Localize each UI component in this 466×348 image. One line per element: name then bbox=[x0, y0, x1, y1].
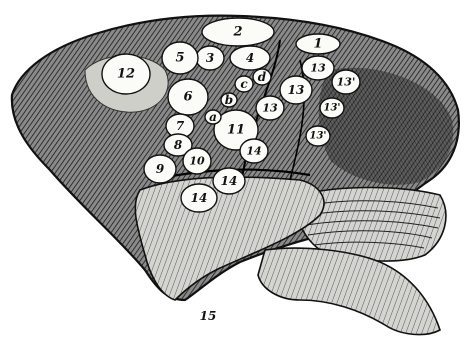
label-13e: 13' bbox=[324, 103, 341, 114]
label-11: 11 bbox=[227, 123, 245, 138]
label-4: 4 bbox=[246, 51, 254, 65]
label-c: c bbox=[240, 77, 248, 91]
label-12: 12 bbox=[117, 67, 135, 82]
label-6: 6 bbox=[183, 90, 192, 105]
label-13d: 13' bbox=[337, 76, 356, 89]
label-2: 2 bbox=[232, 25, 242, 40]
label-13b: 13 bbox=[288, 83, 305, 97]
label-13f: 13' bbox=[310, 131, 327, 142]
label-14c: 14 bbox=[191, 191, 208, 205]
label-7: 7 bbox=[176, 119, 185, 133]
label-13c: 13 bbox=[262, 102, 278, 115]
brain-stem bbox=[258, 248, 440, 335]
label-13a: 13 bbox=[310, 62, 326, 75]
label-15: 15 bbox=[200, 309, 217, 323]
label-a: a bbox=[209, 110, 217, 124]
label-9: 9 bbox=[156, 162, 165, 176]
label-d: d bbox=[258, 70, 267, 84]
label-3: 3 bbox=[206, 51, 214, 65]
label-b: b bbox=[225, 93, 233, 107]
label-14b: 14 bbox=[221, 174, 238, 188]
label-5: 5 bbox=[175, 51, 184, 66]
label-14a: 14 bbox=[246, 145, 261, 158]
label-10: 10 bbox=[189, 155, 205, 168]
label-8: 8 bbox=[174, 138, 183, 152]
label-1: 1 bbox=[313, 37, 322, 52]
